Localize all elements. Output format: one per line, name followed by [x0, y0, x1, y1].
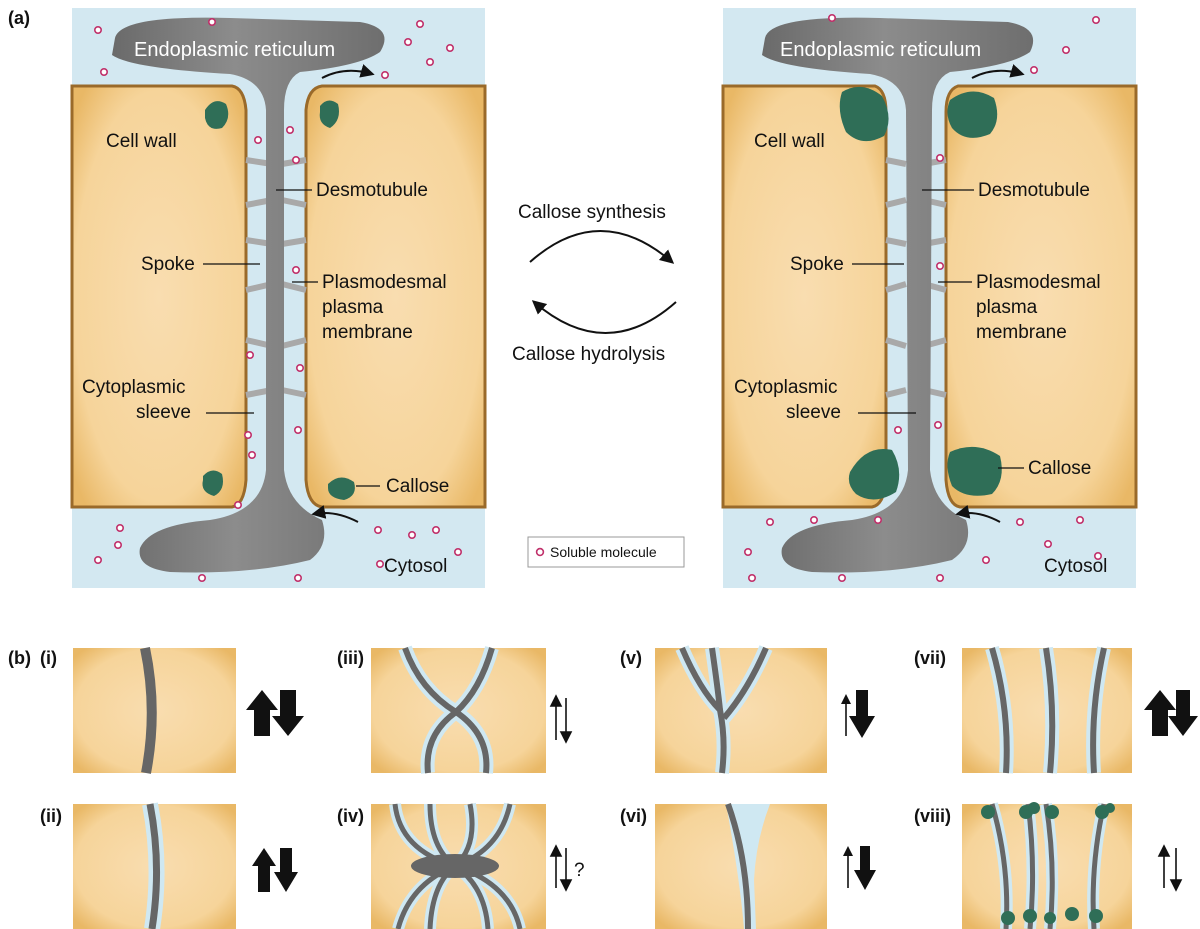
- legend-box: [527, 536, 685, 568]
- right-callose-4: [947, 446, 1002, 496]
- panel-b-tag: (b): [8, 648, 31, 668]
- right-pm-label-1: Plasmodesmal: [976, 272, 1101, 293]
- left-pm-label-1: Plasmodesmal: [322, 272, 447, 293]
- right-spoke-label: Spoke: [790, 254, 844, 275]
- right-desmotubule-label: Desmotubule: [978, 180, 1090, 201]
- left-cs-label-2: sleeve: [136, 402, 191, 423]
- synthesis-arrow: [529, 230, 675, 264]
- arrow-up-thick-vii: [1144, 690, 1176, 736]
- right-pore-diagram: Endoplasmic reticulum Cell wall Desmotub…: [721, 8, 1138, 588]
- channels-v: [675, 645, 773, 774]
- arrows-iv: [549, 844, 573, 892]
- hydrolysis-arrow: [531, 300, 677, 334]
- right-callose-label: Callose: [1028, 458, 1091, 479]
- label-i: (i): [40, 648, 57, 668]
- left-pore-diagram: Endoplasmic reticulum Cell wall Desmotub…: [70, 8, 487, 588]
- arrow-up-ii: [252, 848, 276, 892]
- arrows-vi: [843, 846, 876, 890]
- hydrolysis-label: Callose hydrolysis: [512, 344, 665, 365]
- question-mark-iv: ?: [574, 860, 585, 881]
- callose-deposits-viii: [981, 802, 1115, 925]
- right-callose-2: [947, 91, 998, 138]
- right-cs-label-2: sleeve: [786, 402, 841, 423]
- channel-vi: [725, 802, 751, 929]
- legend-molecule-icon: [535, 547, 545, 557]
- right-callose-3: [848, 448, 900, 500]
- left-er-label: Endoplasmic reticulum: [134, 39, 335, 61]
- channels-iii: [398, 645, 499, 774]
- left-callose-3: [202, 470, 223, 496]
- label-iv: (iv): [337, 806, 364, 826]
- left-pm-label-3: membrane: [322, 322, 413, 343]
- right-cytosol-label: Cytosol: [1044, 556, 1107, 577]
- label-iii: (iii): [337, 648, 364, 668]
- arrows-v: [841, 690, 875, 738]
- box-v: [655, 648, 827, 773]
- label-vii: (vii): [914, 648, 946, 668]
- right-exit-arrow: [971, 64, 1025, 79]
- right-cell-b: [944, 84, 1138, 509]
- right-cell-wall-label: Cell wall: [754, 131, 825, 152]
- arrow-down-ii: [274, 848, 298, 892]
- arrow-down-thick-i: [272, 690, 304, 736]
- left-desmotubule-label: Desmotubule: [316, 180, 428, 201]
- label-viii: (viii): [914, 806, 951, 826]
- left-entry-arrow: [311, 505, 359, 523]
- right-callose-1: [839, 86, 889, 142]
- left-callose-label: Callose: [386, 476, 449, 497]
- right-entry-arrow: [955, 504, 1001, 523]
- right-leaders: [852, 189, 1024, 469]
- right-cs-label-1: Cytoplasmic: [734, 377, 837, 398]
- right-pm-label-3: membrane: [976, 322, 1067, 343]
- label-vi: (vi): [620, 806, 647, 826]
- left-pm-label-2: plasma: [322, 297, 384, 318]
- left-cs-label-1: Cytoplasmic: [82, 377, 185, 398]
- channels-vii: [985, 646, 1111, 774]
- left-callose-2: [319, 100, 339, 128]
- left-leaders: [203, 189, 380, 487]
- panel-a-tag: (a): [8, 8, 30, 28]
- left-cytosol-label: Cytosol: [384, 556, 447, 577]
- arrow-up-thick-i: [246, 690, 278, 736]
- right-pm-label-2: plasma: [976, 297, 1038, 318]
- label-v: (v): [620, 648, 642, 668]
- right-molecules: [743, 14, 1103, 582]
- arrows-viii: [1157, 844, 1183, 892]
- central-cavity-iv: [411, 854, 499, 878]
- label-ii: (ii): [40, 806, 62, 826]
- arrows-iii: [549, 694, 573, 744]
- left-exit-arrow: [321, 64, 375, 79]
- left-cell-wall-label: Cell wall: [106, 131, 177, 152]
- left-callose-1: [205, 101, 229, 129]
- synthesis-label: Callose synthesis: [518, 202, 666, 223]
- channel-ii: [146, 803, 161, 929]
- legend-label: Soluble molecule: [550, 544, 657, 560]
- left-callose-4: [328, 477, 355, 500]
- left-molecules: [94, 17, 462, 582]
- right-er-label: Endoplasmic reticulum: [780, 39, 981, 61]
- channel-i: [140, 646, 157, 774]
- arrow-down-thick-vii: [1168, 690, 1198, 736]
- left-spoke-label: Spoke: [141, 254, 195, 275]
